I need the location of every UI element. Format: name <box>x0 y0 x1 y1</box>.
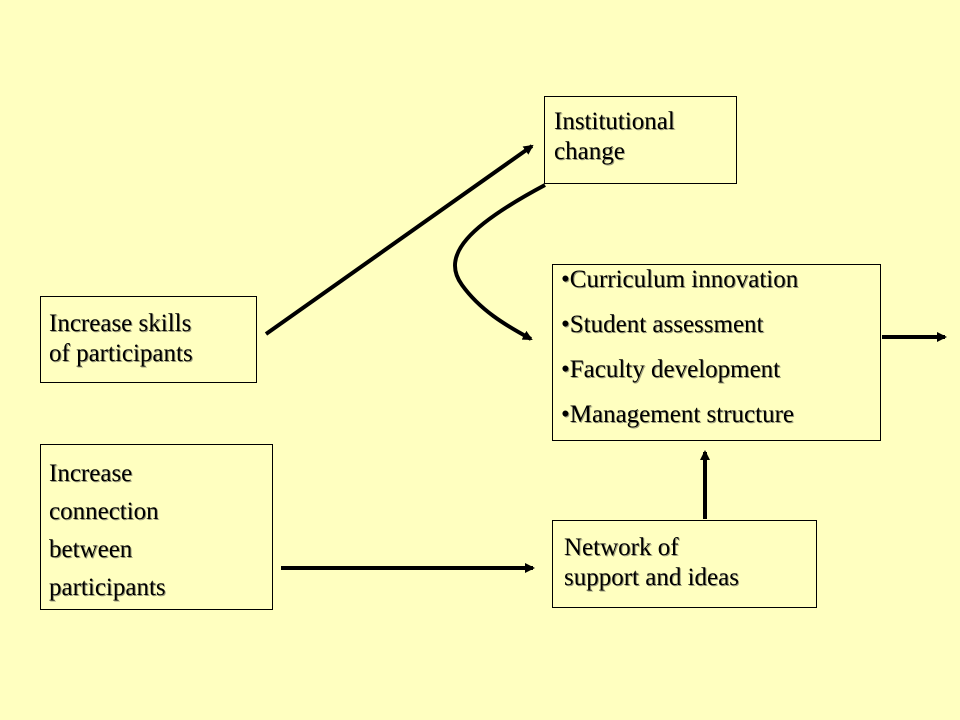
outcomes-bullet-list: •Curriculum innovation •Student assessme… <box>561 265 874 445</box>
node-increase-skills-label: Increase skills of participants <box>49 310 193 367</box>
outcome-item-label: Management structure <box>569 401 794 428</box>
node-increase-connection-label: Increase connection between participants <box>49 460 166 601</box>
outcome-item-label: Curriculum innovation <box>569 266 799 293</box>
node-increase-skills: Increase skills of participants <box>40 296 257 383</box>
node-network-of-support-label: Network of support and ideas <box>564 534 739 591</box>
outcome-item: •Student assessment <box>561 310 874 355</box>
bullet-glyph: • <box>561 266 570 293</box>
arrow-skills-to-institutional <box>264 144 534 336</box>
bullet-glyph: • <box>561 401 570 428</box>
outcome-item-label: Faculty development <box>569 356 781 383</box>
node-institutional-change: Institutional change <box>544 96 737 184</box>
node-outcomes-list: •Curriculum innovation •Student assessme… <box>552 264 881 441</box>
bullet-glyph: • <box>561 356 570 383</box>
node-network-of-support: Network of support and ideas <box>552 520 817 608</box>
outcome-item-label: Student assessment <box>569 311 764 338</box>
node-institutional-change-label: Institutional change <box>554 108 675 165</box>
node-increase-connection: Increase connection between participants <box>40 444 273 610</box>
arrow-institutional-to-outcomes <box>452 183 546 341</box>
outcome-item: •Curriculum innovation <box>561 265 874 310</box>
bullet-glyph: • <box>561 311 570 338</box>
outcome-item: •Faculty development <box>561 355 874 400</box>
outcome-item: •Management structure <box>561 400 874 445</box>
